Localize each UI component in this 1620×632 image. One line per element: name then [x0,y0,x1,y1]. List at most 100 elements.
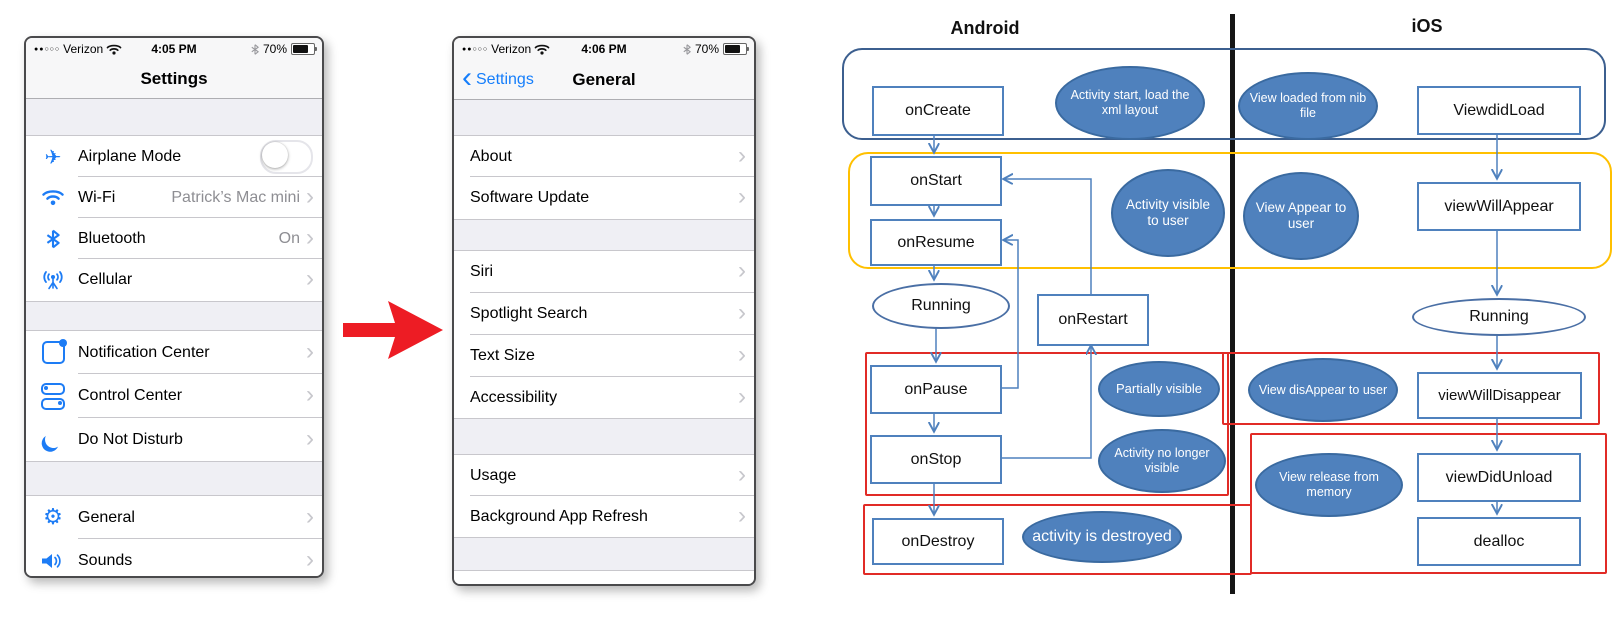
battery-icon [723,43,749,55]
gear-icon: ⚙ [43,505,63,530]
android-header: Android [950,18,1020,38]
node-ondestroy: onDestroy [872,518,1004,565]
node-oncreate: onCreate [872,86,1004,136]
row-wifi[interactable]: Wi-Fi Patrick’s Mac mini [26,176,322,218]
node-onstart: onStart [870,156,1002,206]
partial-row [454,570,754,584]
chevron-icon [738,308,746,318]
row-airplane-mode[interactable]: ✈ Airplane Mode [26,136,322,177]
bluetooth-status-icon [683,43,691,55]
moon-icon [38,425,68,455]
chevron-icon [738,266,746,276]
chevron-icon [306,390,314,400]
back-button[interactable]: ‹ Settings [462,60,534,94]
settings-group-general: ⚙ General Sounds [26,495,322,576]
ios-disappear-container [1222,352,1600,425]
signal-strength-icon: ●●○○○ [462,45,489,53]
callout-view-disappear: View disAppear to user [1248,358,1398,422]
wifi-icon [38,183,68,213]
chevron-icon [306,274,314,284]
chevron-icon [306,192,314,202]
row-background-app-refresh[interactable]: Background App Refresh [454,495,754,537]
bluetooth-status-icon [251,43,259,55]
status-time: 4:06 PM [581,42,627,56]
callout-partially-visible: Partially visible [1098,361,1220,417]
airplane-toggle[interactable] [260,139,313,174]
node-viewwillappear: viewWillAppear [1417,182,1581,231]
chevron-icon [738,350,746,360]
ios-unload-container [1250,433,1607,574]
chevron-icon [306,512,314,522]
back-chevron-icon: ‹ [462,60,472,94]
status-bar: ●●○○○ Verizon 4:06 PM 70% [454,38,754,60]
bluetooth-icon [38,224,68,254]
airplane-icon: ✈ [44,144,62,169]
visible-stage-container [848,152,1612,269]
row-bluetooth[interactable]: Bluetooth On [26,217,322,259]
callout-activity-no-longer: Activity no longer visible [1098,429,1226,493]
battery-percent: 70% [262,42,287,56]
chevron-icon [738,151,746,161]
node-dealloc: dealloc [1417,517,1581,566]
chevron-icon [306,347,314,357]
callout-activity-start: Activity start, load the xml layout [1055,66,1205,140]
row-do-not-disturb[interactable]: Do Not Disturb [26,417,322,461]
page-title: Settings [140,69,208,88]
carrier-label: Verizon [63,42,104,56]
page-title: General [572,70,636,89]
row-notification-center[interactable]: Notification Center [26,331,322,374]
lifecycle-diagram: Android iOS onC [815,8,1620,630]
status-time: 4:05 PM [151,42,197,56]
carrier-label: Verizon [491,42,532,56]
settings-group-network: ✈ Airplane Mode Wi-Fi Patrick’s Mac mini [26,135,322,302]
general-group-siri: Siri Spotlight Search Text Size Accessib… [454,250,754,419]
cellular-icon [38,265,68,295]
create-stage-container [842,48,1606,140]
wifi-value: Patrick’s Mac mini [171,188,300,206]
node-running-ios: Running [1412,298,1586,336]
settings-group-center: Notification Center Control Center Do No… [26,330,322,462]
status-bar: ●●○○○ Verizon 4:05 PM 70% [26,38,322,60]
chevron-icon [738,470,746,480]
chevron-icon [306,555,314,565]
callout-view-loaded: View loaded from nib file [1238,72,1378,140]
row-about[interactable]: About [454,136,754,177]
wifi-status-icon [534,44,550,55]
chevron-icon [306,434,314,444]
general-topbar: ●●○○○ Verizon 4:06 PM 70% ‹ Settings [454,38,754,100]
callout-view-appear: View Appear to user [1243,172,1359,260]
row-usage[interactable]: Usage [454,455,754,496]
battery-icon [291,43,317,55]
node-viewdidunload: viewDidUnload [1417,453,1581,502]
control-center-icon [38,381,68,411]
settings-screen: ●●○○○ Verizon 4:05 PM 70% Settings ✈ [24,36,324,578]
node-onresume: onResume [870,219,1002,266]
callout-view-release: View release from memory [1255,453,1403,517]
speaker-icon [38,546,68,576]
row-control-center[interactable]: Control Center [26,373,322,418]
settings-topbar: ●●○○○ Verizon 4:05 PM 70% Settings [26,38,322,99]
node-running-android: Running [872,283,1010,329]
chevron-icon [738,192,746,202]
chevron-icon [738,392,746,402]
transition-arrow [343,301,443,359]
row-general[interactable]: ⚙ General [26,496,322,539]
row-software-update[interactable]: Software Update [454,176,754,219]
node-onpause: onPause [870,365,1002,414]
notification-center-icon [38,338,68,368]
general-group-usage: Usage Background App Refresh [454,454,754,538]
ios-header: iOS [1411,16,1443,36]
node-viewwilldisappear: viewWillDisappear [1417,372,1582,419]
chevron-icon [306,233,314,243]
row-text-size[interactable]: Text Size [454,334,754,377]
callout-activity-visible: Activity visible to user [1111,169,1225,257]
row-siri[interactable]: Siri [454,251,754,293]
row-accessibility[interactable]: Accessibility [454,376,754,418]
wifi-status-icon [106,44,122,55]
row-cellular[interactable]: Cellular [26,258,322,301]
row-spotlight-search[interactable]: Spotlight Search [454,292,754,335]
android-destroyed-container [863,504,1252,575]
node-viewdidload: ViewdidLoad [1417,86,1581,135]
row-sounds[interactable]: Sounds [26,538,322,576]
node-onstop: onStop [870,435,1002,484]
